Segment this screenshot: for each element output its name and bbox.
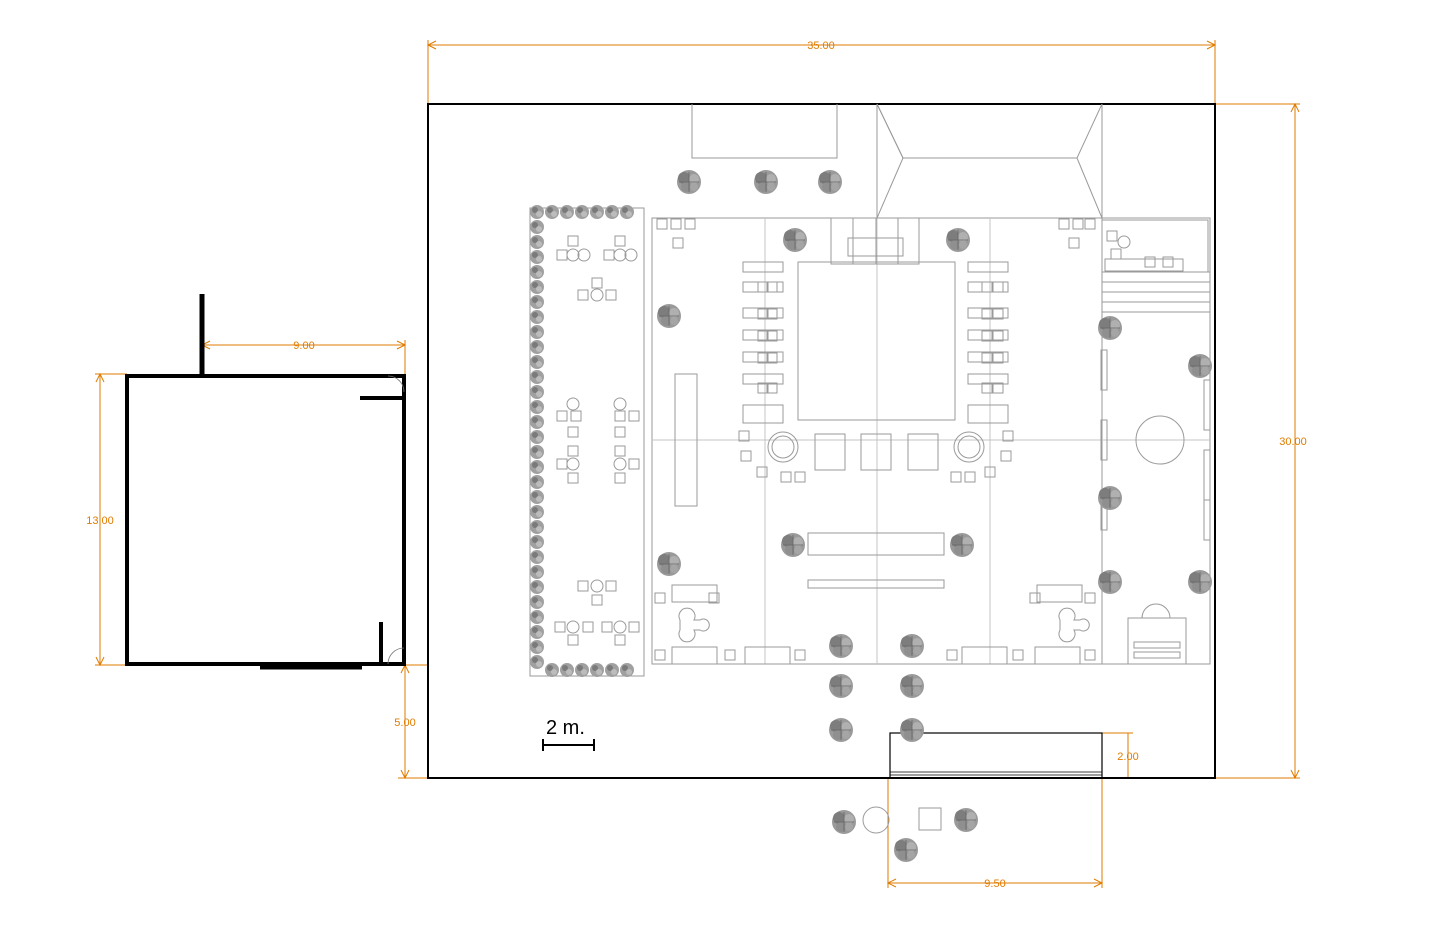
site-height-label: 30.00 xyxy=(1279,436,1307,448)
terrace-furniture xyxy=(554,235,640,646)
annex-width-label: 9.00 xyxy=(293,340,314,352)
west-terrace xyxy=(529,207,645,677)
east-wing xyxy=(1100,217,1211,665)
top-structures xyxy=(691,103,1103,219)
entrance-depth-label: 2.00 xyxy=(1117,751,1138,763)
site-boundary xyxy=(427,103,1216,779)
outside-furniture xyxy=(862,806,942,834)
annex-height-label: 13.00 xyxy=(86,515,114,527)
scale-bar: 2 m. xyxy=(542,717,595,751)
annex-offset-label: 5.00 xyxy=(394,717,415,729)
entrance-width-label: 9.50 xyxy=(984,878,1005,890)
east-wing-furniture xyxy=(1106,230,1174,268)
dimension-labels: 35.00 30.00 9.00 13.00 5.00 2.00 9.50 xyxy=(86,40,1307,890)
annex-building xyxy=(125,294,406,670)
entrance-platform xyxy=(889,732,1103,779)
scale-bar-label: 2 m. xyxy=(546,717,585,739)
hedge xyxy=(530,205,634,677)
site-width-label: 35.00 xyxy=(807,40,835,52)
